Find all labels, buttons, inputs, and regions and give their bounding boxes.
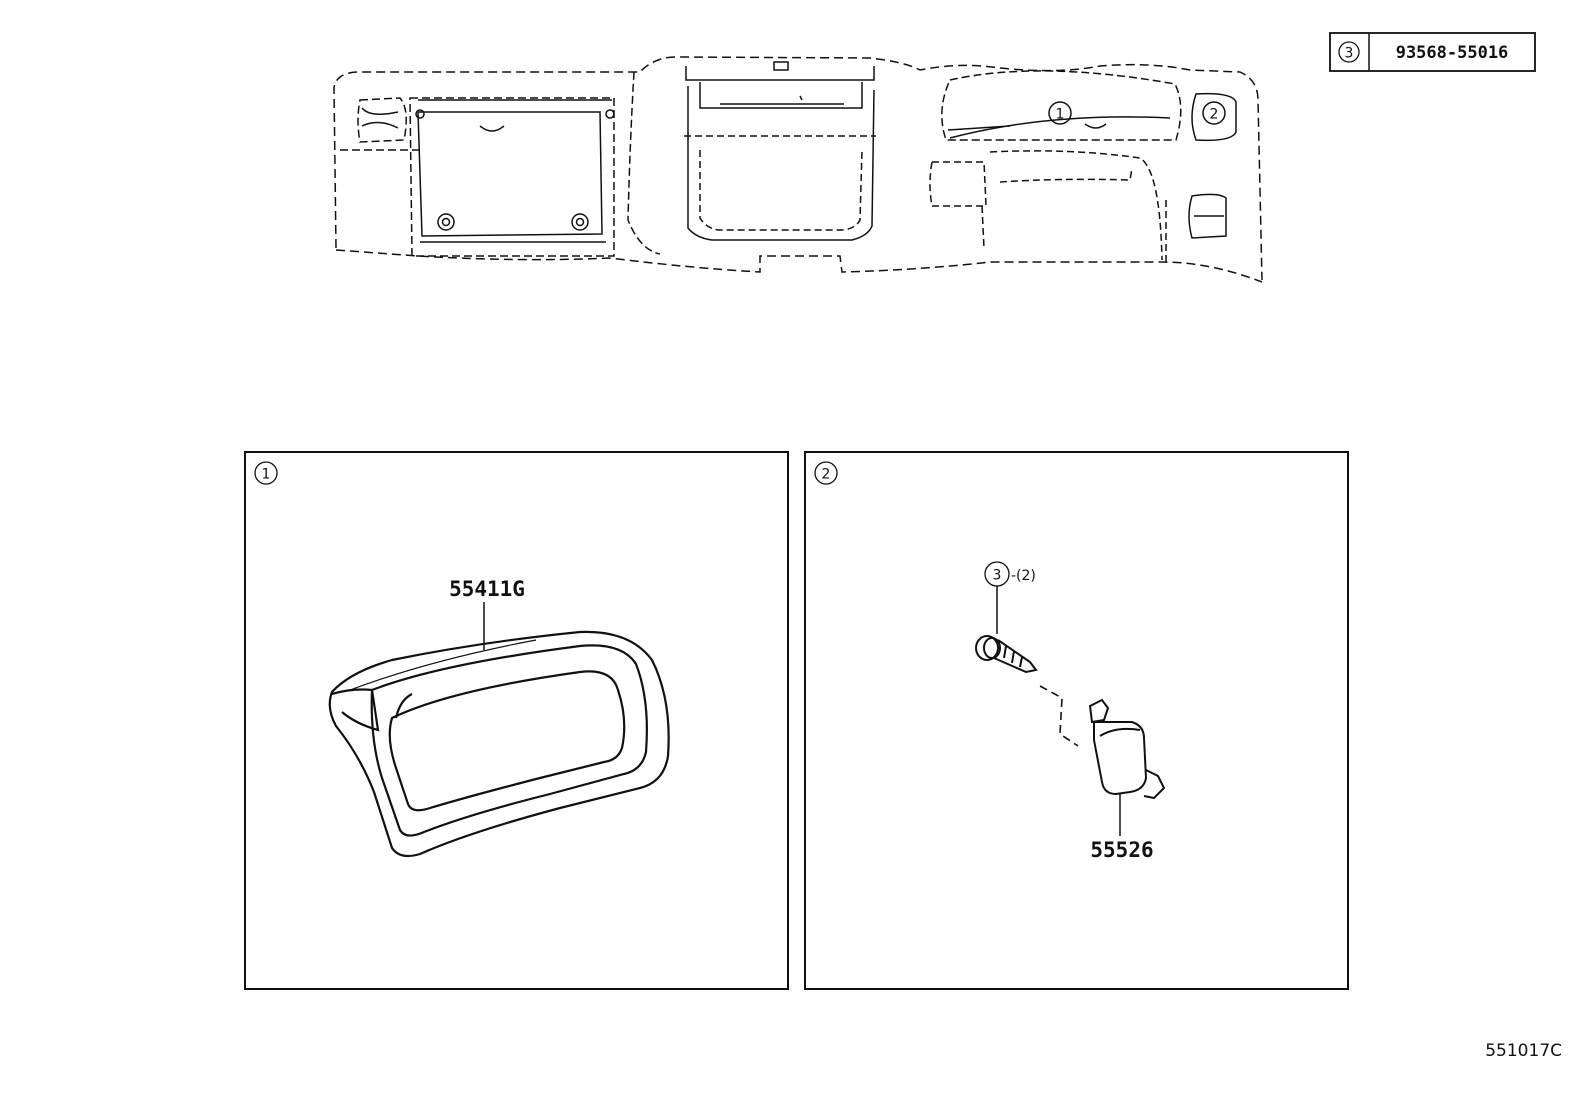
legend-box: 3 93568-55016 <box>1329 32 1536 72</box>
part-label-55411G: 55411G <box>449 577 525 601</box>
detail-panel-2: 2 3 -(2) 55526 <box>804 451 1349 990</box>
panel-1-number-circle <box>254 461 278 485</box>
panel-2-number-circle <box>814 461 838 485</box>
panel-2-number: 2 <box>822 467 831 483</box>
diagram-code: 551017C <box>1485 1041 1562 1061</box>
meter-hood-part <box>328 630 670 858</box>
dashboard-overview <box>333 56 1263 283</box>
overview-callout-2-circle <box>1202 101 1226 125</box>
part-label-55526: 55526 <box>1090 838 1153 862</box>
legend-ref-circle <box>1338 41 1360 63</box>
screw-part <box>975 635 1038 674</box>
overview-callout-1-circle <box>1048 101 1072 125</box>
alignment-dashed-line <box>1039 685 1079 747</box>
clip-part-55526 <box>1088 698 1166 800</box>
panel-1-number: 1 <box>262 467 271 483</box>
legend-ref-number: 3 <box>1345 46 1354 62</box>
overview-callout-1: 1 <box>1056 107 1065 123</box>
legend-part-number: 93568-55016 <box>1396 43 1509 63</box>
screw-ref-number: 3 <box>993 568 1002 584</box>
overview-callout-2: 2 <box>1210 107 1219 123</box>
detail-panel-1: 1 55411G <box>244 451 789 990</box>
screw-quantity: -(2) <box>1011 568 1036 584</box>
